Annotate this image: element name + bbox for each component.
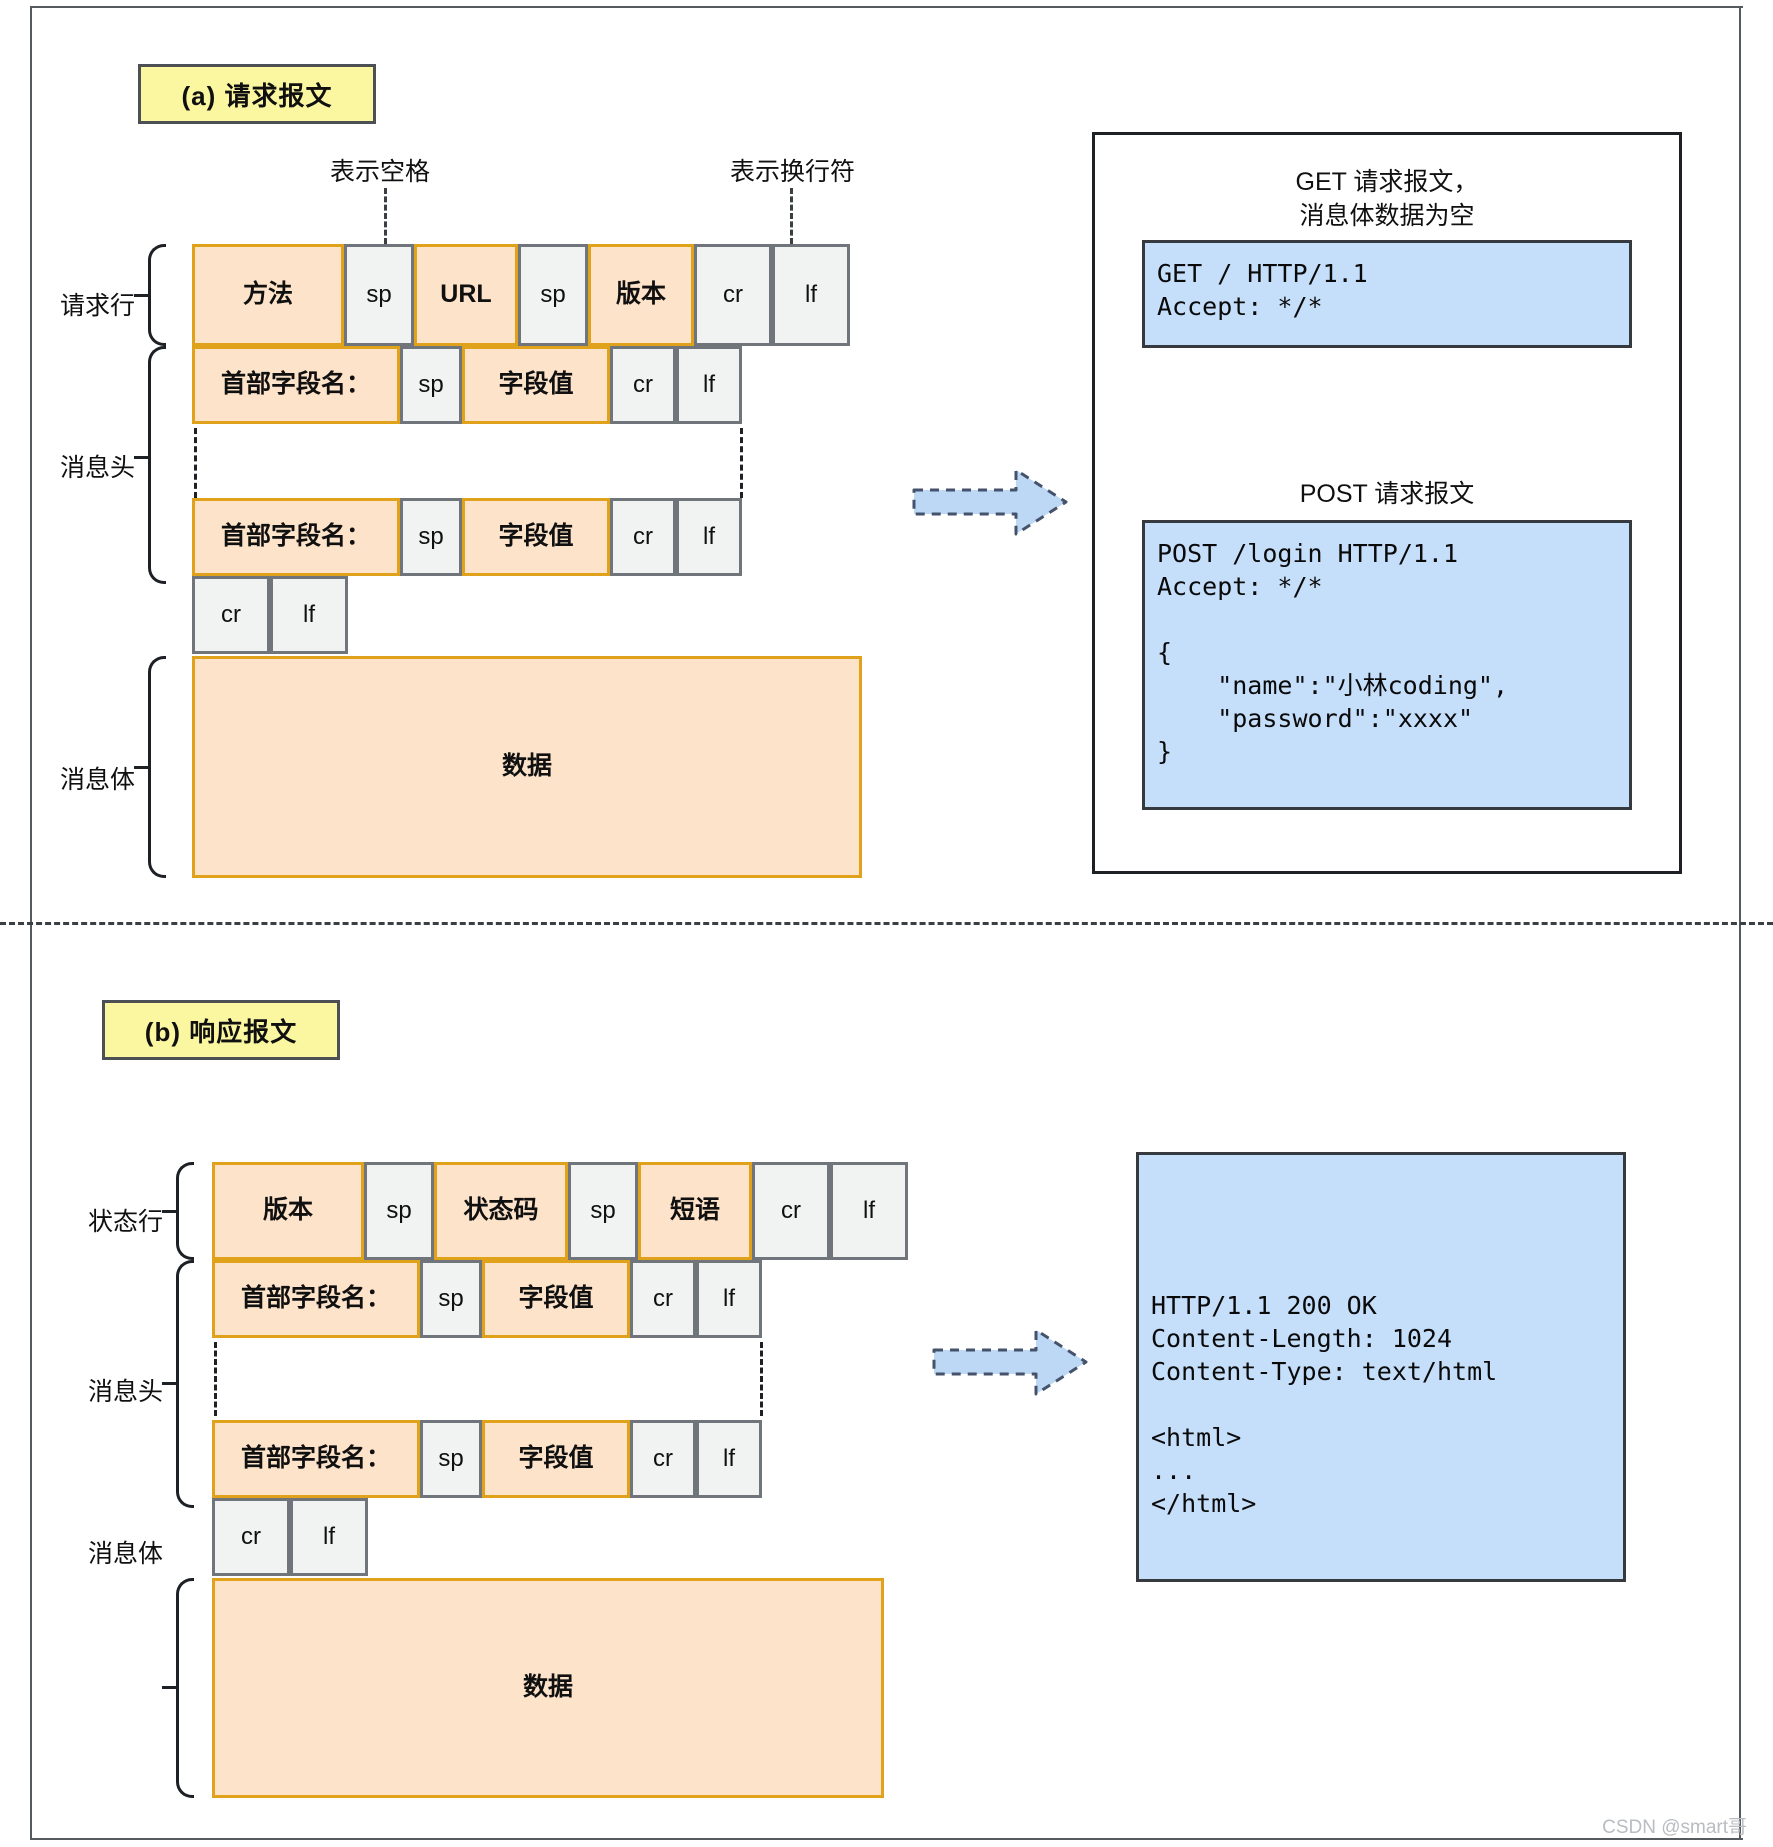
cell-resp-header-name-1: 首部字段名： [212,1260,420,1338]
section-b-caption: (b) 响应报文 [102,1000,340,1060]
message-body-brace-nub-b [162,1686,178,1689]
frame-bottom-border [30,1838,1743,1840]
cell-blank-cr-a: cr [192,576,270,654]
cell-resp-header-lf-2: lf [696,1420,762,1498]
cell-resp-header-sp-1: sp [420,1260,482,1338]
cell-resp-status-code: 状态码 [434,1162,568,1260]
cell-resp-sp-2: sp [568,1162,638,1260]
cell-resp-cr-1: cr [752,1162,830,1260]
status-line-label: 状态行 [88,1208,164,1236]
cell-resp-header-name-2: 首部字段名： [212,1420,420,1498]
header-continuation-left-a [194,428,197,498]
newline-annotation-text: 表示换行符 [730,158,856,186]
cell-resp-header-cr-1: cr [630,1260,696,1338]
cell-resp-body-data: 数据 [212,1578,884,1798]
message-header-brace-nub-b [162,1382,178,1385]
section-a-caption: (a) 请求报文 [138,64,376,124]
message-body-brace-nub-a [134,766,150,769]
message-header-label-a: 消息头 [60,454,136,482]
space-annotation-leader [384,188,387,244]
status-line-brace [176,1162,194,1260]
cell-sp-1: sp [344,244,414,346]
cell-header-sp-1: sp [400,346,462,424]
cell-version: 版本 [588,244,694,346]
get-example-code: GET / HTTP/1.1 Accept: */* [1142,240,1632,348]
message-body-label-b: 消息体 [88,1540,164,1568]
message-header-label-b: 消息头 [88,1378,164,1406]
request-line-brace-nub [134,294,150,297]
cell-blank-lf-a: lf [270,576,348,654]
cell-resp-version: 版本 [212,1162,364,1260]
post-example-code: POST /login HTTP/1.1 Accept: */* { "name… [1142,520,1632,810]
request-line-brace [148,244,166,346]
cell-resp-header-value-2: 字段值 [482,1420,630,1498]
cell-url: URL [414,244,518,346]
cell-resp-sp-1: sp [364,1162,434,1260]
request-line-label: 请求行 [60,292,136,320]
cell-cr-1: cr [694,244,772,346]
cell-header-sp-2: sp [400,498,462,576]
cell-sp-2: sp [518,244,588,346]
newline-annotation-leader [790,188,793,244]
message-body-brace-a [148,656,166,878]
header-continuation-right-b [760,1342,763,1416]
cell-header-value-2: 字段值 [462,498,610,576]
cell-resp-phrase: 短语 [638,1162,752,1260]
header-continuation-right-a [740,428,743,498]
cell-header-lf-2: lf [676,498,742,576]
message-body-label-a: 消息体 [60,766,136,794]
cell-resp-blank-lf: lf [290,1498,368,1576]
header-continuation-left-b [214,1342,217,1416]
message-body-brace-b [176,1578,194,1798]
cell-lf-1: lf [772,244,850,346]
cell-resp-blank-cr: cr [212,1498,290,1576]
frame-top-border [30,6,1743,8]
message-header-brace-a [148,346,166,584]
get-example-title: GET 请求报文， 消息体数据为空 [1295,168,1479,230]
flow-arrow-a [912,468,1068,536]
cell-header-name-2: 首部字段名： [192,498,400,576]
response-example-code: HTTP/1.1 200 OK Content-Length: 1024 Con… [1136,1152,1626,1582]
cell-resp-header-lf-1: lf [696,1260,762,1338]
message-header-brace-nub-a [134,456,150,459]
status-line-brace-nub [162,1210,178,1213]
cell-resp-header-sp-2: sp [420,1420,482,1498]
section-divider [0,922,1773,925]
flow-arrow-b [932,1328,1088,1396]
cell-body-data-a: 数据 [192,656,862,878]
message-header-brace-b [176,1260,194,1508]
post-example-title: POST 请求报文 [1299,480,1475,508]
cell-resp-lf-1: lf [830,1162,908,1260]
cell-header-cr-1: cr [610,346,676,424]
cell-resp-header-value-1: 字段值 [482,1260,630,1338]
cell-header-lf-1: lf [676,346,742,424]
cell-resp-header-cr-2: cr [630,1420,696,1498]
watermark: CSDN @smart哥 [1602,1817,1747,1838]
cell-header-cr-2: cr [610,498,676,576]
cell-header-name-1: 首部字段名： [192,346,400,424]
space-annotation-text: 表示空格 [330,158,431,186]
cell-method: 方法 [192,244,344,346]
cell-header-value-1: 字段值 [462,346,610,424]
